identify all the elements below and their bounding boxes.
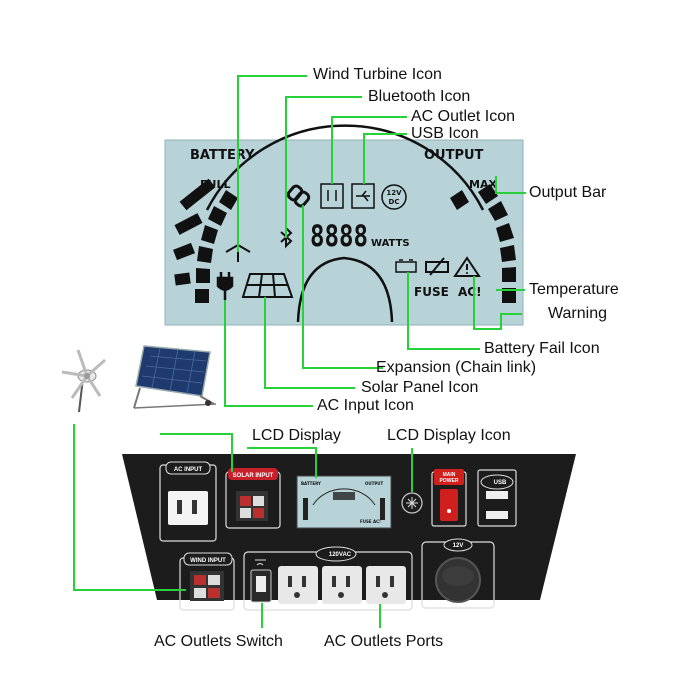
callout-wind-turbine-icon: Wind Turbine Icon bbox=[313, 66, 442, 83]
output-bar-5 bbox=[500, 245, 516, 262]
callout-temperature-warning-line1: Temperature bbox=[529, 281, 619, 298]
lcd-ac-warning-label: AC! bbox=[458, 285, 482, 299]
main-power-line2: POWER bbox=[440, 478, 459, 484]
output-bar-4 bbox=[496, 223, 514, 242]
callout-ac-outlets-switch: AC Outlets Switch bbox=[154, 633, 283, 650]
callout-line-wind-input bbox=[73, 424, 186, 591]
callout-line-temperature-box bbox=[473, 276, 522, 330]
device-panel: AC INPUT SOLAR INPUT BATTERY OUTPUT FUS bbox=[122, 454, 576, 611]
ac-outlet-2[interactable] bbox=[322, 566, 362, 604]
callout-expansion-chain-link: Expansion (Chain link) bbox=[376, 359, 537, 376]
panel-wind-input: WIND INPUT bbox=[179, 552, 235, 611]
lcd-battery-fail-icon bbox=[395, 259, 417, 273]
battery-level-bars bbox=[173, 178, 238, 303]
callout-line-lcd-display bbox=[247, 447, 317, 478]
output-bar-7 bbox=[502, 288, 516, 303]
solar-panel-picture bbox=[133, 345, 217, 409]
lcd-battery-label: BATTERY bbox=[190, 148, 255, 163]
panel-ac-input: AC INPUT bbox=[159, 461, 217, 542]
lcd-arc bbox=[205, 124, 485, 211]
lcd-watt-digits: 8888 bbox=[310, 219, 368, 253]
usb-port-2[interactable] bbox=[486, 511, 508, 519]
v12-label: 12V bbox=[453, 543, 464, 549]
callout-line-ac-input bbox=[224, 300, 313, 407]
output-level-bars bbox=[450, 184, 516, 303]
lcd-dc-text: DC bbox=[389, 198, 400, 206]
panel-ac-outlets: 120VAC bbox=[243, 546, 413, 611]
lcd-ac-input-plug-icon bbox=[216, 272, 234, 300]
callout-ac-outlets-ports: AC Outlets Ports bbox=[324, 633, 444, 650]
lcd-chain-link-icon bbox=[286, 184, 311, 208]
callout-line-solar-input bbox=[160, 433, 233, 472]
panel-ac-input-label: AC INPUT bbox=[174, 467, 203, 473]
panel-wind-input-label: WIND INPUT bbox=[190, 558, 226, 564]
battery-bars-outer bbox=[173, 178, 216, 286]
callout-line-wind-turbine bbox=[237, 75, 307, 252]
panel-mini-lcd: BATTERY OUTPUT FUSE AC! bbox=[296, 475, 392, 529]
callout-lcd-display-icon: LCD Display Icon bbox=[387, 427, 511, 444]
battery-bar-3 bbox=[201, 225, 218, 244]
ac-input-socket[interactable] bbox=[168, 491, 208, 525]
output-bar-6 bbox=[502, 267, 516, 282]
mini-lcd-output: OUTPUT bbox=[365, 481, 384, 486]
callout-line-battery-fail bbox=[407, 272, 480, 350]
callout-usb-icon: USB Icon bbox=[411, 125, 479, 142]
callout-solar-panel-icon: Solar Panel Icon bbox=[361, 379, 479, 396]
battery-bar-5 bbox=[196, 268, 210, 283]
lcd-fuse-icon bbox=[425, 257, 449, 276]
callout-line-usb bbox=[363, 133, 407, 184]
callout-temperature-warning-line2: Warning bbox=[548, 305, 607, 322]
output-bar-2 bbox=[478, 184, 498, 204]
callout-lines-top bbox=[224, 75, 526, 407]
panel-main-power: MAIN POWER bbox=[431, 469, 467, 527]
callout-line-output-bar bbox=[495, 176, 526, 194]
callout-line-ac-outlet bbox=[331, 116, 407, 184]
callout-line-chain-link bbox=[302, 205, 383, 369]
panel-12v-socket: 12V bbox=[421, 538, 495, 609]
battery-bar-1 bbox=[219, 190, 238, 210]
panel-solar-input: SOLAR INPUT bbox=[225, 468, 281, 529]
callout-output-bar: Output Bar bbox=[529, 184, 607, 201]
mini-lcd-battery: BATTERY bbox=[301, 481, 321, 486]
callout-line-solar-panel bbox=[264, 297, 355, 389]
callout-battery-fail-icon: Battery Fail Icon bbox=[484, 340, 600, 357]
vac-label: 120VAC bbox=[329, 552, 352, 558]
callout-ac-input-icon: AC Input Icon bbox=[317, 397, 414, 414]
lcd-12v-text: 12V bbox=[386, 189, 402, 197]
callout-line-bluetooth bbox=[285, 96, 362, 238]
lcd-solar-panel-icon bbox=[241, 273, 294, 298]
main-power-switch[interactable] bbox=[440, 489, 458, 521]
main-power-line1: MAIN bbox=[443, 472, 456, 478]
battery-bar-6 bbox=[195, 289, 209, 303]
lcd-12v-dc-badge: 12V DC bbox=[381, 184, 407, 210]
output-bar-3 bbox=[488, 201, 508, 221]
callout-bluetooth-icon: Bluetooth Icon bbox=[368, 88, 471, 105]
lcd-temperature-warning-icon bbox=[453, 256, 481, 277]
battery-bar-4 bbox=[197, 246, 213, 263]
mini-lcd-fuse: FUSE AC! bbox=[360, 519, 381, 524]
lcd-fuse-label: FUSE bbox=[414, 285, 449, 299]
usb-port-1[interactable] bbox=[486, 491, 508, 499]
output-bar-1 bbox=[450, 190, 469, 210]
callout-lines-bottom bbox=[73, 424, 413, 628]
callout-lcd-display: LCD Display bbox=[252, 427, 341, 444]
callout-ac-outlet-icon: AC Outlet Icon bbox=[411, 108, 516, 125]
ac-outlet-1[interactable] bbox=[278, 566, 318, 604]
panel-usb: USB bbox=[477, 469, 517, 527]
mini-lcd-screen bbox=[296, 475, 392, 529]
ac-outlet-3[interactable] bbox=[366, 566, 406, 604]
panel-lcd-display-button[interactable] bbox=[401, 492, 423, 514]
battery-bar-2 bbox=[208, 206, 227, 226]
lcd-watts-label: WATTS bbox=[371, 238, 410, 249]
usb-label: USB bbox=[494, 480, 507, 486]
wind-turbine-picture bbox=[61, 349, 106, 413]
panel-solar-input-label: SOLAR INPUT bbox=[233, 473, 274, 479]
lcd-output-label: OUTPUT bbox=[424, 148, 484, 163]
lcd-screen: BATTERY OUTPUT FULL MAX bbox=[164, 124, 524, 326]
